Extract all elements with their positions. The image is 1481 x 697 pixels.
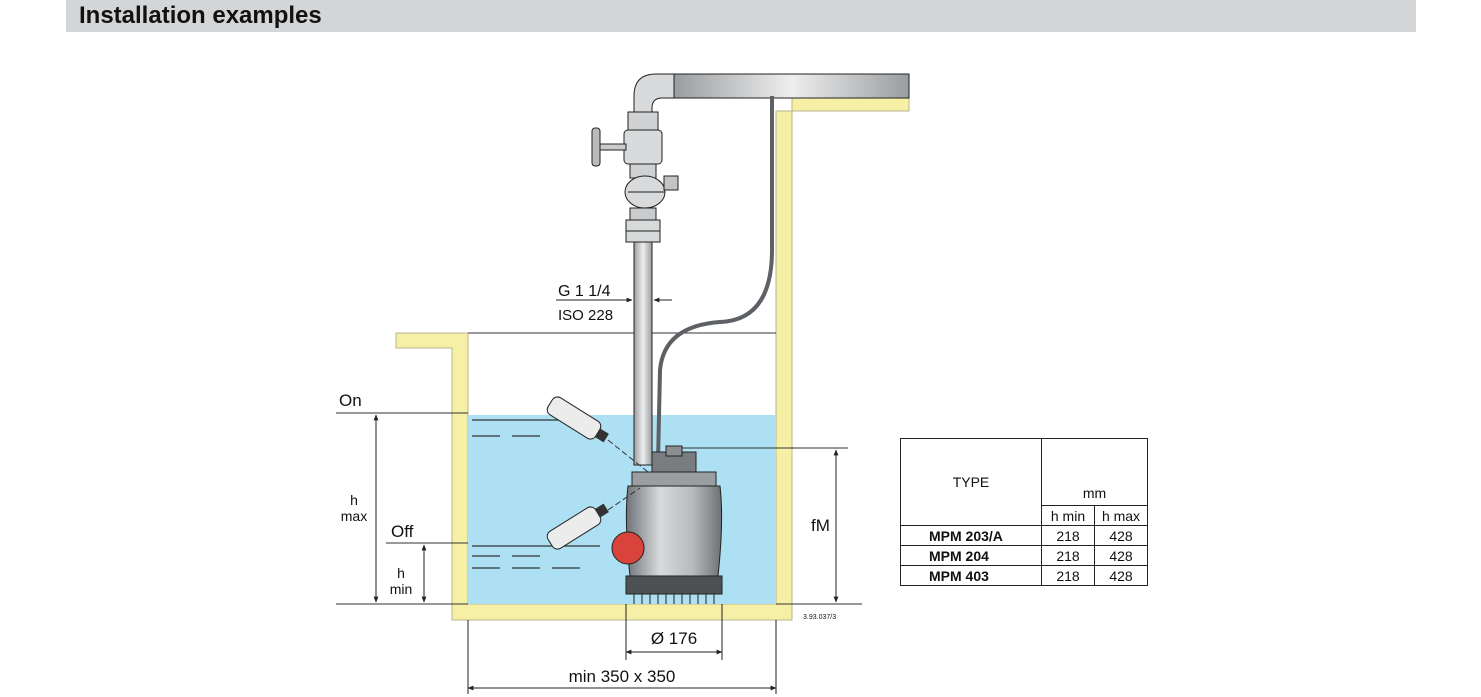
type-header: TYPE xyxy=(900,438,1042,526)
section-header: Installation examples xyxy=(66,0,1416,32)
pit-size-label: min 350 x 350 xyxy=(569,667,676,686)
h-max-value: 428 xyxy=(1094,545,1148,566)
drawing-ref: 3.93.037/3 xyxy=(803,614,836,621)
h-min-header: h min xyxy=(1041,505,1095,526)
off-label: Off xyxy=(391,522,414,541)
h-min-value: 218 xyxy=(1041,545,1095,566)
section-title: Installation examples xyxy=(79,2,322,29)
float-switch-high xyxy=(546,396,609,443)
pump xyxy=(611,445,723,604)
standard-label: ISO 228 xyxy=(558,307,613,324)
model-name: MPM 403 xyxy=(900,565,1042,586)
model-name: MPM 203/A xyxy=(900,525,1042,546)
h-max-value: 428 xyxy=(1094,525,1148,546)
water xyxy=(468,415,776,604)
dimensions-table: TYPE mm h min h max MPM 203/A 218 428 MP… xyxy=(900,438,1148,586)
h-max-value: 428 xyxy=(1094,565,1148,586)
diameter-label: Ø 176 xyxy=(651,629,697,648)
thread-label: G 1 1/4 xyxy=(558,283,611,300)
h-max-label-top: h xyxy=(350,492,358,508)
on-label: On xyxy=(339,391,362,410)
h-min-label-bottom: min xyxy=(390,581,413,597)
discharge-pipe xyxy=(591,73,910,466)
h-min-label-top: h xyxy=(397,565,405,581)
model-name: MPM 204 xyxy=(900,545,1042,566)
h-max-header: h max xyxy=(1094,505,1148,526)
h-max-label-bottom: max xyxy=(341,508,367,524)
table-row: MPM 204 218 428 xyxy=(900,545,1148,566)
fm-label: fM xyxy=(811,516,830,535)
h-min-value: 218 xyxy=(1041,525,1095,546)
table-row: MPM 403 218 428 xyxy=(900,565,1148,586)
float-switch-low xyxy=(546,503,609,550)
float-switch-hub xyxy=(611,531,645,565)
h-min-value: 218 xyxy=(1041,565,1095,586)
power-cable xyxy=(656,96,774,463)
water-lines xyxy=(472,419,600,569)
unit-header: mm xyxy=(1041,438,1148,506)
table-row: MPM 203/A 218 428 xyxy=(900,525,1148,546)
